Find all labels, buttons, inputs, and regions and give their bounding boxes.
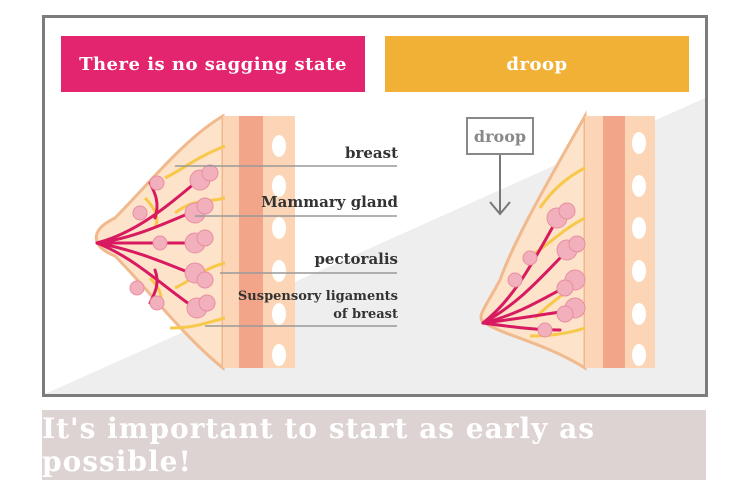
label-leader-lines bbox=[175, 165, 397, 327]
droop-annotation-box: droop bbox=[466, 117, 534, 155]
normal-pectoralis-muscle bbox=[239, 116, 263, 368]
droop-rib-layer bbox=[625, 116, 655, 368]
label-breast: breast bbox=[344, 144, 398, 162]
bottom-banner: It's important to start as early as poss… bbox=[42, 410, 706, 480]
droop-fat-layer bbox=[585, 116, 603, 368]
label-suspensory-ligaments: Suspensory ligaments of breast bbox=[238, 288, 398, 324]
droop-lobules bbox=[507, 202, 586, 338]
normal-breast-illustration bbox=[94, 113, 397, 372]
drooping-breast-illustration bbox=[479, 110, 655, 371]
label-pectoralis: pectoralis bbox=[314, 250, 398, 268]
normal-lobules bbox=[129, 164, 219, 319]
header-no-sagging: There is no sagging state bbox=[61, 36, 365, 92]
header-droop: droop bbox=[385, 36, 689, 92]
droop-pectoralis-muscle bbox=[603, 116, 625, 368]
droop-arrow-icon bbox=[489, 153, 511, 216]
normal-fat-layer bbox=[223, 116, 239, 368]
banner-text: It's important to start as early as poss… bbox=[42, 412, 596, 478]
drooping-breast-shape bbox=[479, 110, 587, 371]
label-mammary-gland: Mammary gland bbox=[261, 193, 398, 211]
label-suspensory-line1: Suspensory ligaments bbox=[237, 289, 398, 304]
label-suspensory-line2: of breast bbox=[333, 307, 398, 322]
breast-diagrams bbox=[94, 110, 655, 372]
diagram-panel: There is no sagging state droop bbox=[42, 15, 708, 397]
